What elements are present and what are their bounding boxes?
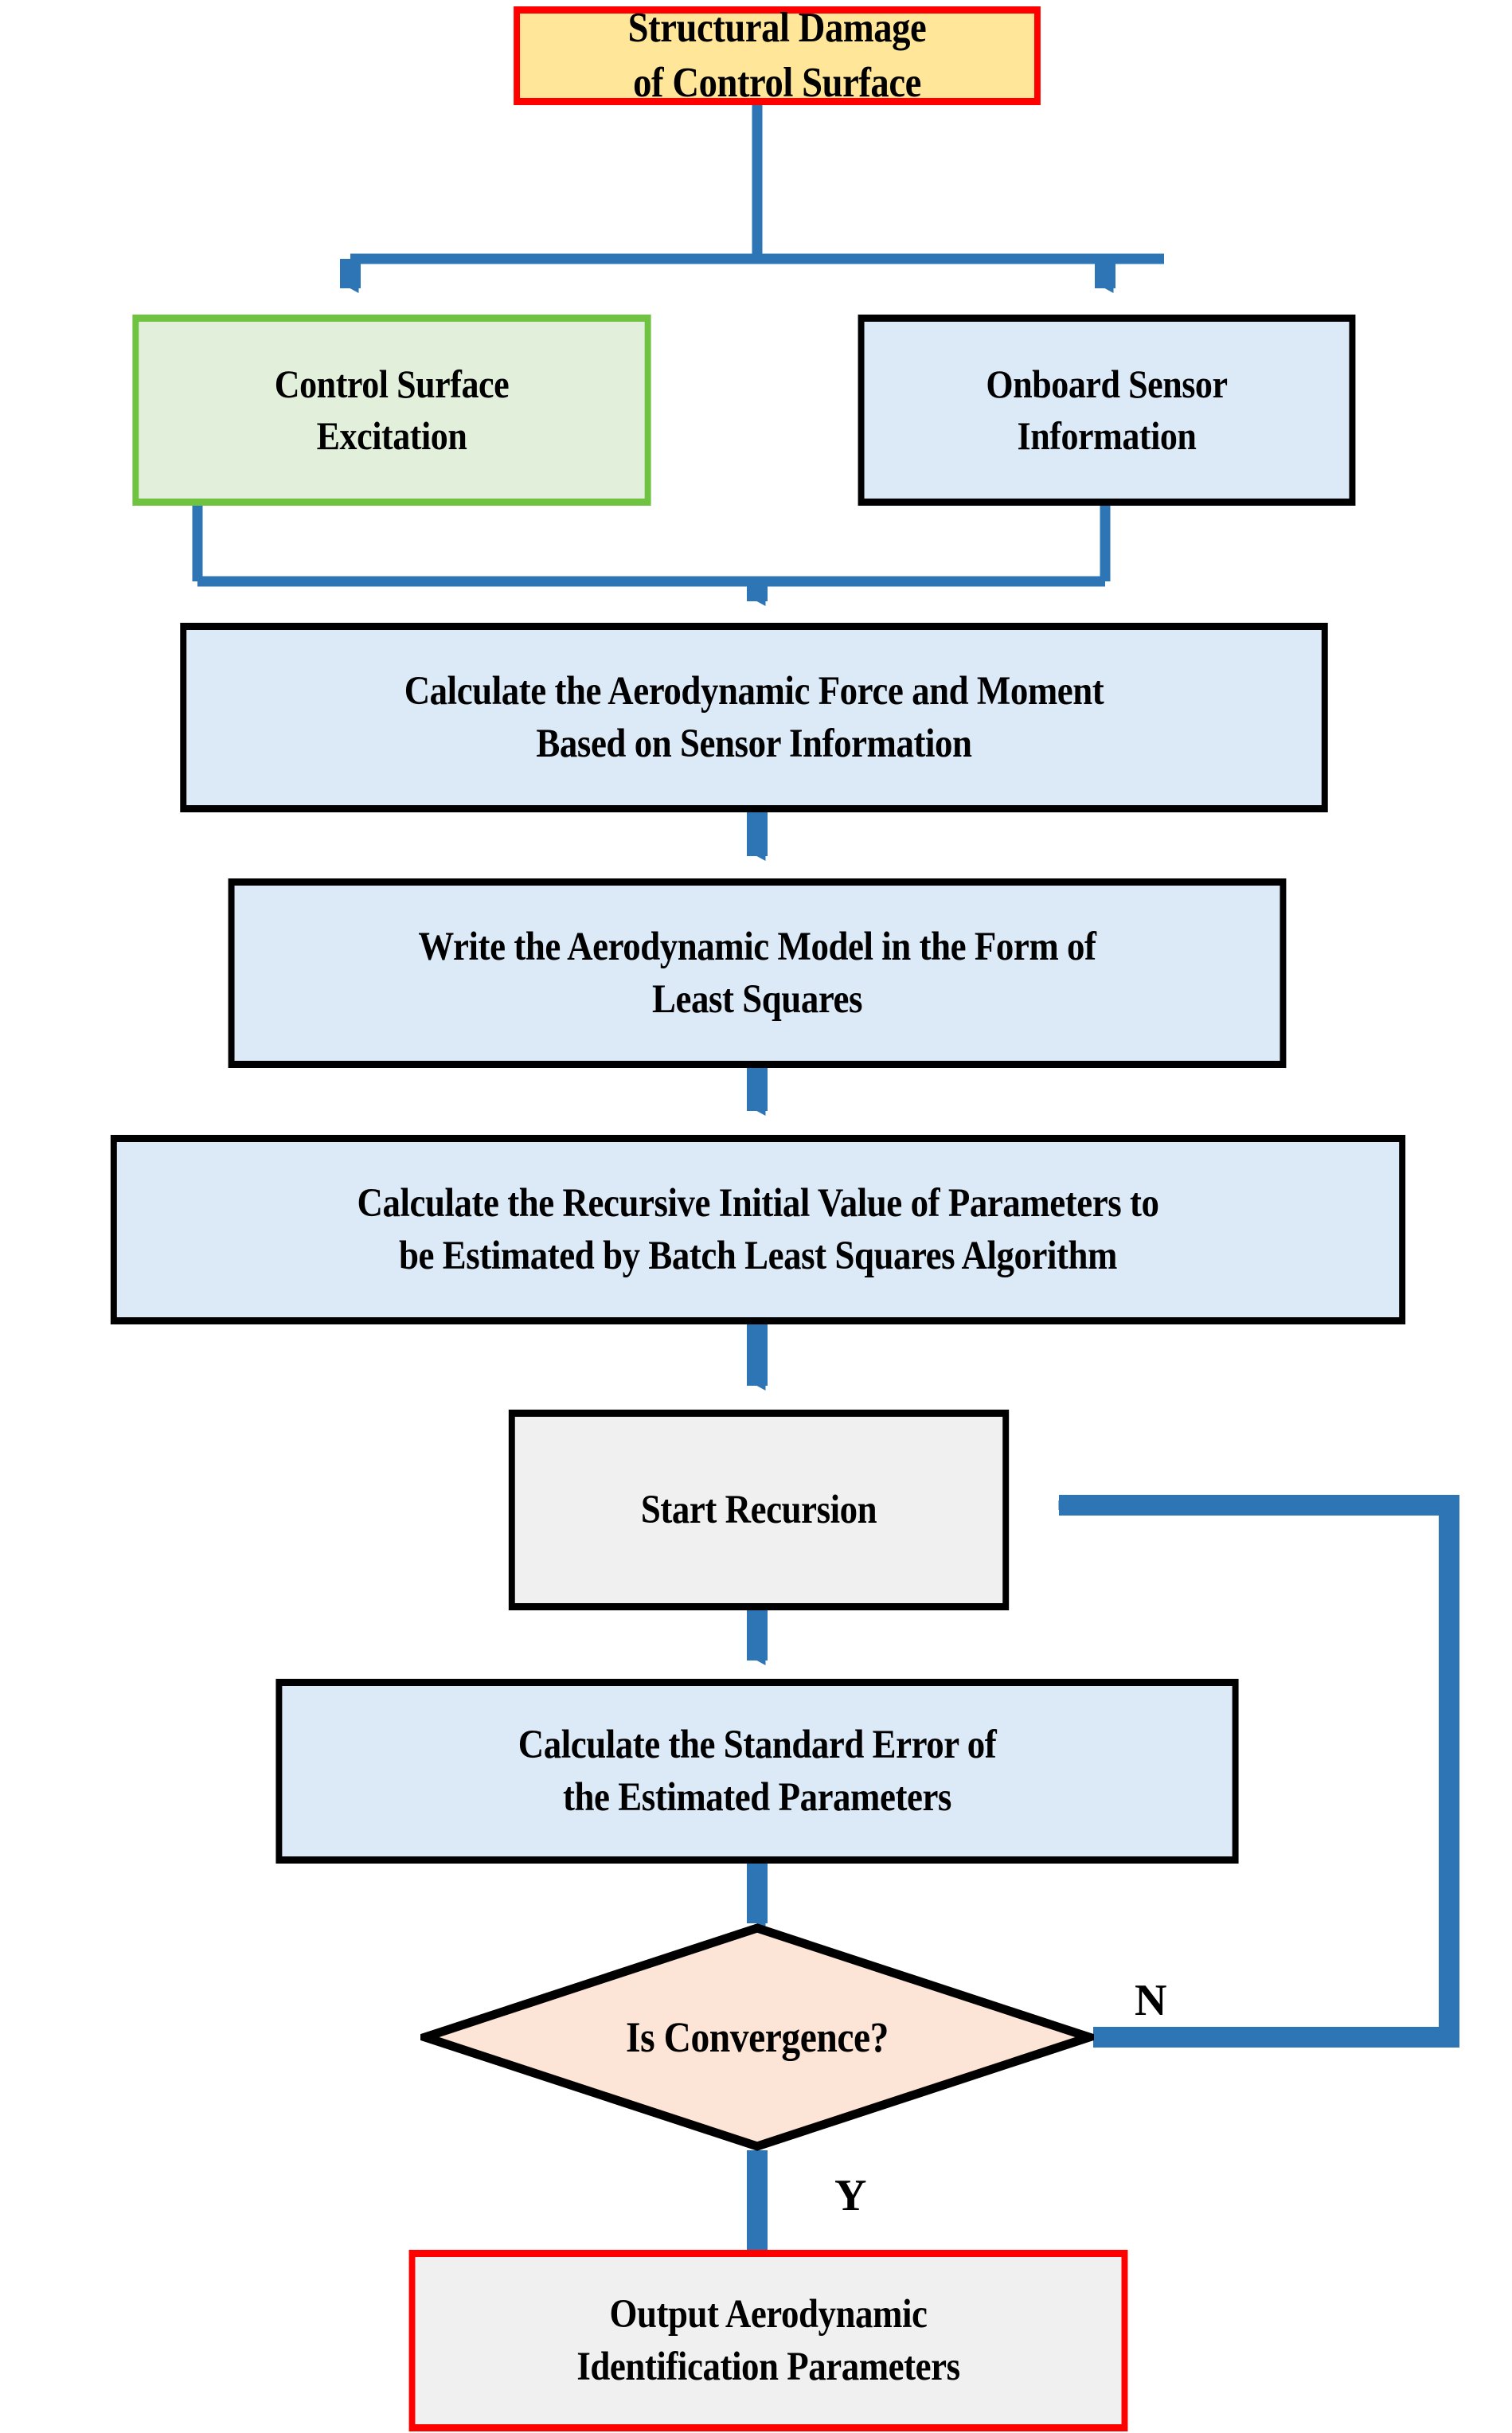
node-write-aerodynamic-model-label: Write the Aerodynamic Model in the Form …: [418, 924, 1096, 1022]
node-control-surface-excitation-label: Control Surface Excitation: [274, 362, 510, 458]
node-control-surface-excitation[interactable]: Control Surface Excitation: [132, 315, 651, 506]
diamond-shape: [420, 1923, 1094, 2151]
edge-label-no: N: [1135, 1976, 1166, 2025]
node-structural-damage[interactable]: Structural Damage of Control Surface: [514, 5, 1041, 106]
node-calculate-force-moment-label: Calculate the Aerodynamic Force and Mome…: [404, 668, 1104, 766]
node-is-convergence[interactable]: Is Convergence?: [420, 1923, 1094, 2151]
node-calculate-standard-error-label: Calculate the Standard Error of the Esti…: [518, 1722, 997, 1820]
node-start-recursion-label: Start Recursion: [640, 1487, 877, 1532]
node-write-aerodynamic-model[interactable]: Write the Aerodynamic Model in the Form …: [228, 878, 1287, 1068]
node-output-parameters[interactable]: Output Aerodynamic Identification Parame…: [408, 2250, 1128, 2431]
node-structural-damage-label: Structural Damage of Control Surface: [627, 5, 927, 106]
node-onboard-sensor-information-label: Onboard Sensor Information: [986, 362, 1228, 458]
node-calculate-recursive-initial-value[interactable]: Calculate the Recursive Initial Value of…: [110, 1135, 1406, 1324]
node-calculate-force-moment[interactable]: Calculate the Aerodynamic Force and Mome…: [180, 623, 1328, 812]
node-output-parameters-label: Output Aerodynamic Identification Parame…: [576, 2291, 960, 2389]
edge-label-yes: Y: [834, 2171, 866, 2220]
node-is-convergence-label: Is Convergence?: [626, 2013, 889, 2061]
node-calculate-recursive-initial-value-label: Calculate the Recursive Initial Value of…: [357, 1180, 1159, 1278]
node-onboard-sensor-information[interactable]: Onboard Sensor Information: [858, 315, 1356, 506]
node-calculate-standard-error[interactable]: Calculate the Standard Error of the Esti…: [275, 1679, 1239, 1864]
node-start-recursion[interactable]: Start Recursion: [508, 1410, 1010, 1610]
